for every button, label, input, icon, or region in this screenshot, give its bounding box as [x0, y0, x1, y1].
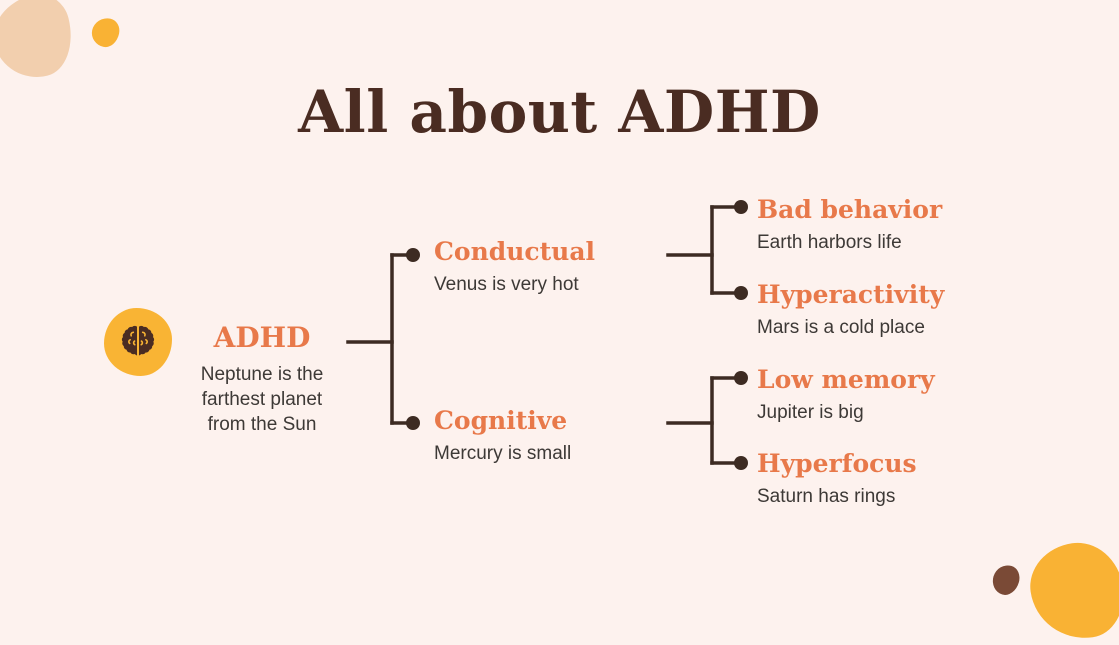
node-title-conductual: Conductual [434, 237, 596, 266]
node-desc-hyperfocus: Saturn has rings [757, 485, 896, 507]
node-desc-adhd: Neptune is the farthest planet from the … [200, 363, 324, 436]
node-dot-bad-behavior [734, 200, 748, 214]
node-desc-hyperactivity: Mars is a cold place [757, 316, 925, 338]
node-dot-low-memory [734, 371, 748, 385]
node-dot-hyperactivity [734, 286, 748, 300]
node-hyperfocus[interactable]: Hyperfocus Saturn has rings [757, 450, 917, 509]
brain-icon [121, 325, 155, 356]
node-title-low-memory: Low memory [757, 365, 935, 394]
page-title: All about ADHD [298, 78, 821, 146]
node-low-memory[interactable]: Low memory Jupiter is big [757, 366, 935, 425]
node-title-bad-behavior: Bad behavior [757, 195, 943, 224]
node-dot-conductual [406, 248, 420, 262]
node-title-hyperfocus: Hyperfocus [757, 449, 917, 478]
node-desc-bad-behavior: Earth harbors life [757, 231, 902, 253]
brain-icon-badge [104, 308, 172, 376]
node-dot-cognitive [406, 416, 420, 430]
mindmap-diagram: ADHD Neptune is the farthest planet from… [104, 196, 944, 509]
node-adhd-root[interactable]: ADHD Neptune is the farthest planet from… [104, 305, 336, 438]
node-title-hyperactivity: Hyperactivity [757, 280, 945, 309]
node-title-adhd: ADHD [213, 321, 311, 354]
node-desc-low-memory: Jupiter is big [757, 401, 864, 423]
node-desc-cognitive: Mercury is small [434, 442, 572, 464]
node-title-cognitive: Cognitive [434, 406, 568, 435]
node-conductual[interactable]: Conductual Venus is very hot [434, 238, 595, 297]
node-desc-conductual: Venus is very hot [434, 273, 579, 295]
node-cognitive[interactable]: Cognitive Mercury is small [434, 407, 571, 466]
node-dot-hyperfocus [734, 456, 748, 470]
node-bad-behavior[interactable]: Bad behavior Earth harbors life [757, 196, 942, 255]
node-hyperactivity[interactable]: Hyperactivity Mars is a cold place [757, 281, 944, 340]
